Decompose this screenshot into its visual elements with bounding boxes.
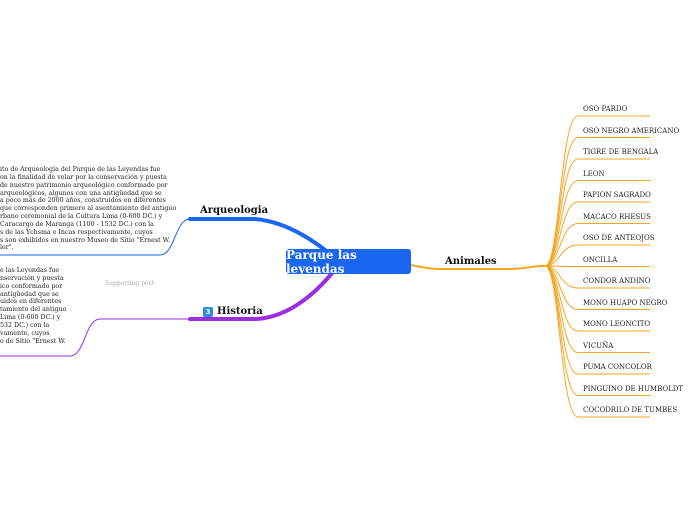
historia-count-badge: 3: [203, 306, 213, 317]
historia-underline: [0, 318, 255, 357]
animal-item[interactable]: VICUÑA: [583, 341, 614, 350]
animal-item[interactable]: OSO DE ANTEOJOS: [583, 234, 655, 242]
animal-item[interactable]: OSO NEGRO AMERICANO: [583, 126, 680, 135]
historia-label: Historia: [217, 306, 263, 317]
animal-connector: [544, 137, 650, 267]
branch-historia[interactable]: 3 Historia: [203, 306, 263, 317]
animal-connector: [544, 158, 650, 267]
arqueologia-underline: [0, 218, 255, 256]
animal-item[interactable]: ONCILLA: [583, 255, 618, 264]
animal-connector: [544, 265, 650, 310]
animal-item[interactable]: TIGRE DE BENGALA: [583, 148, 659, 156]
animales-connector: [410, 264, 546, 270]
animal-item[interactable]: PUMA CONCOLOR: [583, 363, 652, 371]
animal-item[interactable]: OSO PARDO: [583, 105, 628, 113]
central-topic[interactable]: Parque las leyendas: [286, 248, 411, 276]
animal-connector: [544, 265, 650, 418]
animal-item[interactable]: PAPION SAGRADO: [583, 191, 651, 199]
animal-item[interactable]: LEON: [583, 169, 605, 178]
animal-item[interactable]: MACACO RHESUS: [583, 212, 651, 221]
animal-connector: [544, 223, 650, 267]
animal-connector: [544, 244, 650, 267]
animal-connector: [544, 201, 650, 267]
branch-arqueologia[interactable]: Arqueologia: [200, 205, 269, 216]
animal-item[interactable]: MONO LEONCITO: [583, 320, 651, 328]
historia-description: e las Leyendas fue nservación y puesta i…: [0, 267, 67, 345]
animal-item[interactable]: MONO HUAPO NEGRO: [583, 298, 668, 307]
animal-item[interactable]: CONDOR ANDINO: [583, 277, 651, 285]
animal-connector: [544, 180, 650, 267]
supporting-post-label: Supporting post: [105, 280, 155, 287]
animal-item[interactable]: PINGUINO DE HUMBOLDT: [583, 384, 684, 393]
arqueologia-description: ito de Arqueología del Parque de las Ley…: [0, 166, 177, 252]
animal-connector: [544, 265, 650, 267]
branch-animales[interactable]: Animales: [445, 256, 497, 267]
animal-connectors: [544, 115, 650, 418]
animal-item[interactable]: COCODRILO DE TUMBES: [583, 406, 678, 414]
